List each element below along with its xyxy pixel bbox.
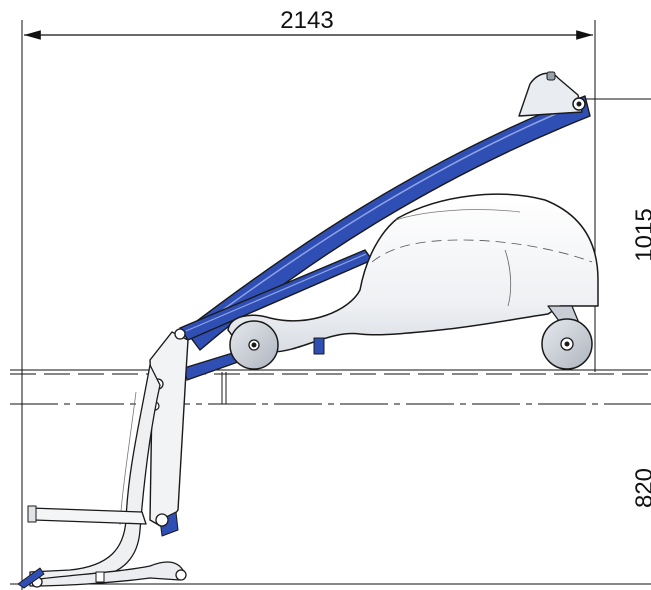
base-leg: [29, 561, 185, 587]
foot-pedal: [313, 337, 325, 355]
strut: [183, 351, 239, 381]
height-upper-label: 1015: [631, 208, 651, 261]
rear-wheel: [541, 305, 593, 370]
dimension-lines: [10, 20, 651, 590]
body-shell: [227, 193, 599, 353]
patient-lift: [17, 71, 599, 589]
length-label: 2143: [280, 7, 333, 34]
sling-hanger: [29, 364, 161, 581]
lifting-arm: [149, 331, 189, 529]
front-wheel: [229, 320, 279, 370]
height-lower-label: 820: [631, 468, 651, 508]
mast-arm: [184, 95, 591, 351]
